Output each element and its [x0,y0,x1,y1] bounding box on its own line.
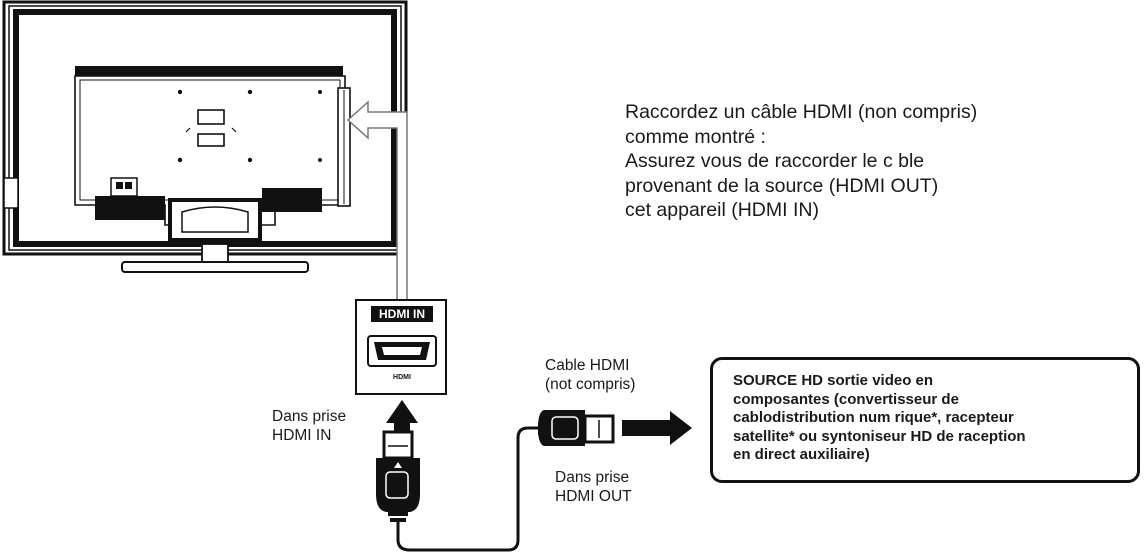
hdmi-plug-source-side [538,410,615,446]
instruction-text: Raccordez un câble HDMI (non compris) co… [625,100,1105,223]
instruction-line: comme montré : [625,125,766,148]
label-line: HDMI OUT [555,488,632,505]
cable-label: Cable HDMI (not compris) [545,356,635,394]
port-location-arrow [346,100,408,303]
instruction-line: Assurez vous de raccorder le c ble [625,150,925,172]
label-line: Cable HDMI [545,357,630,374]
source-box-line: satellite* ou syntoniseur HD de raceptio… [733,427,1026,445]
source-box-line: cablodistribution num rique*, racepteur [733,409,1014,426]
hdmi-cable [396,426,544,552]
source-box-line: en direct auxiliaire) [733,446,870,463]
hdmi-out-plug-label: Dans prise HDMI OUT [555,468,632,506]
instruction-line: cet appareil (HDMI IN) [625,199,819,221]
instruction-line: Raccordez un câble HDMI (non compris) [625,101,978,123]
label-line: HDMI IN [272,427,332,444]
source-box-line: composantes (convertisseur de [733,390,959,408]
hd-source-box: SOURCE HD sortie video en composantes (c… [710,357,1140,483]
instruction-line: provenant de la source (HDMI OUT) [625,174,939,197]
label-line: Dans prise [555,469,630,486]
source-box-line: SOURCE HD sortie video en [733,372,934,389]
hdmi-in-port-closeup [355,299,447,395]
hdmi-in-port-label: HDMI IN [379,307,425,321]
tv-back-illustration [2,0,408,273]
insert-right-arrow [622,411,692,445]
insert-up-arrow [386,400,418,440]
label-line: Dans prise [272,408,347,425]
hdmi-in-plug-label: Dans prise HDMI IN [272,407,346,445]
hdmi-plug-tv-side [376,430,420,522]
hdmi-port-logo: HDMI [393,374,411,381]
label-line: (not compris) [545,376,636,393]
